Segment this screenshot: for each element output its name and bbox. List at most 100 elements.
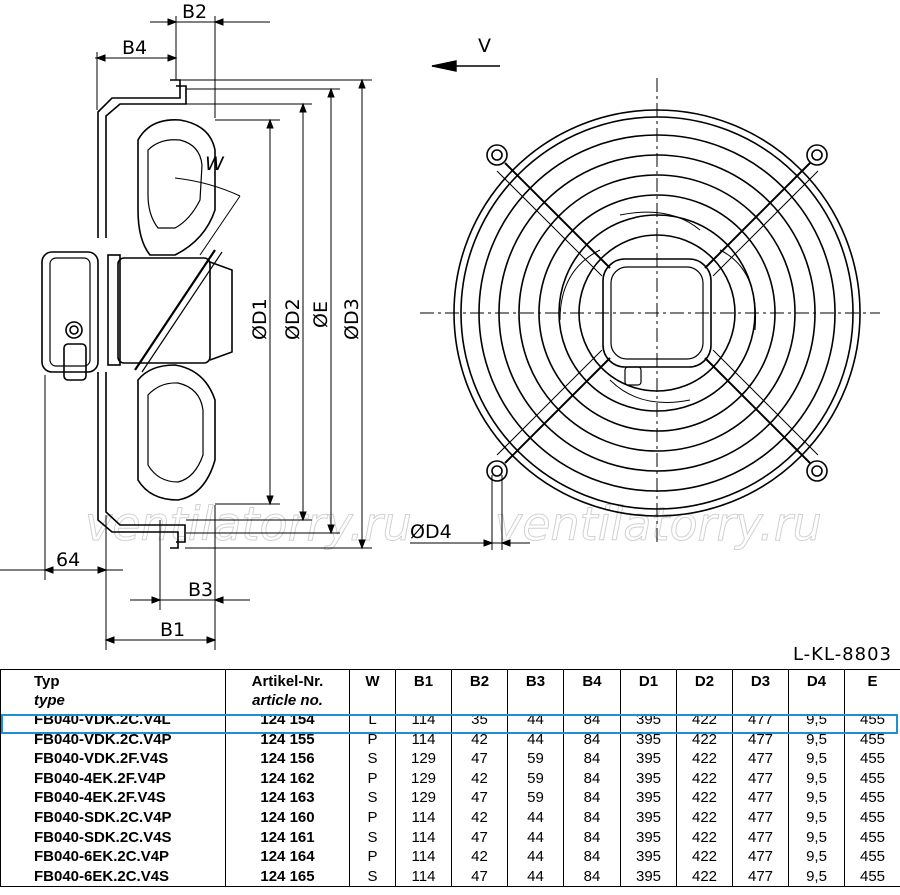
cell-d3: 477 xyxy=(732,866,789,888)
cell-b4: 84 xyxy=(563,710,621,730)
cell-b2: 35 xyxy=(451,710,508,730)
cell-b3: 59 xyxy=(507,749,564,769)
cell-b2: 42 xyxy=(451,807,508,828)
cell-b2: 42 xyxy=(451,729,508,750)
cell-e: 455 xyxy=(844,847,900,867)
cell-b4: 84 xyxy=(563,807,621,828)
dim-d2: ØD2 xyxy=(282,298,304,340)
cell-b2: 47 xyxy=(451,749,508,769)
cell-type: FB040-VDK.2F.V4S xyxy=(0,749,226,769)
cell-b3: 59 xyxy=(507,788,564,808)
header-type-main: Typ xyxy=(34,673,60,690)
cell-article: 124 155 xyxy=(225,729,350,750)
cell-d2: 422 xyxy=(676,749,733,769)
cell-w: L xyxy=(349,710,396,730)
cell-d1: 395 xyxy=(620,788,677,808)
cell-d2: 422 xyxy=(676,866,733,888)
header-b4: B4 xyxy=(563,669,621,710)
cell-d2: 422 xyxy=(676,710,733,730)
cell-b4: 84 xyxy=(563,749,621,769)
side-view xyxy=(41,79,241,549)
header-d2: D2 xyxy=(676,669,733,710)
cell-d2: 422 xyxy=(676,827,733,848)
cell-e: 455 xyxy=(844,729,900,750)
header-w: W xyxy=(349,669,396,710)
cell-d3: 477 xyxy=(732,768,789,789)
cell-d1: 395 xyxy=(620,866,677,888)
header-type: Typ type xyxy=(0,669,226,710)
cell-e: 455 xyxy=(844,866,900,888)
cell-b4: 84 xyxy=(563,847,621,867)
cell-type: FB040-6EK.2C.V4S xyxy=(0,866,226,888)
dim-64: 64 xyxy=(56,549,80,571)
cell-type: FB040-4EK.2F.V4P xyxy=(0,768,226,789)
cell-d4: 9,5 xyxy=(788,749,845,769)
cell-b3: 44 xyxy=(507,807,564,828)
cell-d1: 395 xyxy=(620,807,677,828)
cell-article: 124 154 xyxy=(225,710,350,730)
cell-article: 124 156 xyxy=(225,749,350,769)
cell-b1: 114 xyxy=(395,827,452,848)
cell-b3: 59 xyxy=(507,768,564,789)
cell-b2: 42 xyxy=(451,768,508,789)
cell-d4: 9,5 xyxy=(788,847,845,867)
cell-e: 455 xyxy=(844,807,900,828)
cell-type: FB040-6EK.2C.V4P xyxy=(0,847,226,867)
w-label: W xyxy=(205,153,225,175)
cell-b2: 47 xyxy=(451,866,508,888)
cell-b1: 129 xyxy=(395,788,452,808)
dim-d3: ØD3 xyxy=(341,298,363,340)
header-d3: D3 xyxy=(732,669,789,710)
cell-d4: 9,5 xyxy=(788,768,845,789)
view-label: V xyxy=(478,35,491,57)
cell-e: 455 xyxy=(844,788,900,808)
cell-article: 124 162 xyxy=(225,768,350,789)
cell-d4: 9,5 xyxy=(788,827,845,848)
cell-d1: 395 xyxy=(620,710,677,730)
front-view xyxy=(420,78,880,545)
cell-d1: 395 xyxy=(620,729,677,750)
cell-e: 455 xyxy=(844,768,900,789)
cell-d1: 395 xyxy=(620,749,677,769)
cell-w: P xyxy=(349,807,396,828)
cell-b4: 84 xyxy=(563,768,621,789)
cell-d2: 422 xyxy=(676,729,733,750)
cell-d1: 395 xyxy=(620,847,677,867)
cell-d3: 477 xyxy=(732,827,789,848)
watermark-right: ventilatorry.ru xyxy=(495,497,822,551)
cell-d4: 9,5 xyxy=(788,866,845,888)
header-b2: B2 xyxy=(451,669,508,710)
cell-b2: 47 xyxy=(451,827,508,848)
cell-b1: 114 xyxy=(395,710,452,730)
header-article-sub: article no. xyxy=(252,692,323,709)
cell-b2: 42 xyxy=(451,847,508,867)
cell-w: S xyxy=(349,749,396,769)
cell-article: 124 160 xyxy=(225,807,350,828)
cell-type: FB040-SDK.2C.V4P xyxy=(0,807,226,828)
cell-d3: 477 xyxy=(732,729,789,750)
header-type-sub: type xyxy=(34,692,65,709)
cell-b1: 114 xyxy=(395,807,452,828)
specification-table: Typ type Artikel-Nr. article no. W B1 B2 B… xyxy=(0,669,900,888)
view-arrow xyxy=(431,60,500,72)
cell-d3: 477 xyxy=(732,807,789,828)
cell-d2: 422 xyxy=(676,768,733,789)
cell-type: FB040-SDK.2C.V4S xyxy=(0,827,226,848)
cell-b2: 47 xyxy=(451,788,508,808)
header-article-main: Artikel-Nr. xyxy=(251,673,324,690)
header-b1: B1 xyxy=(395,669,452,710)
drawing-reference: L-KL-8803 xyxy=(792,644,892,665)
header-d1: D1 xyxy=(620,669,677,710)
cell-b1: 114 xyxy=(395,866,452,888)
cell-b4: 84 xyxy=(563,827,621,848)
cell-b3: 44 xyxy=(507,847,564,867)
